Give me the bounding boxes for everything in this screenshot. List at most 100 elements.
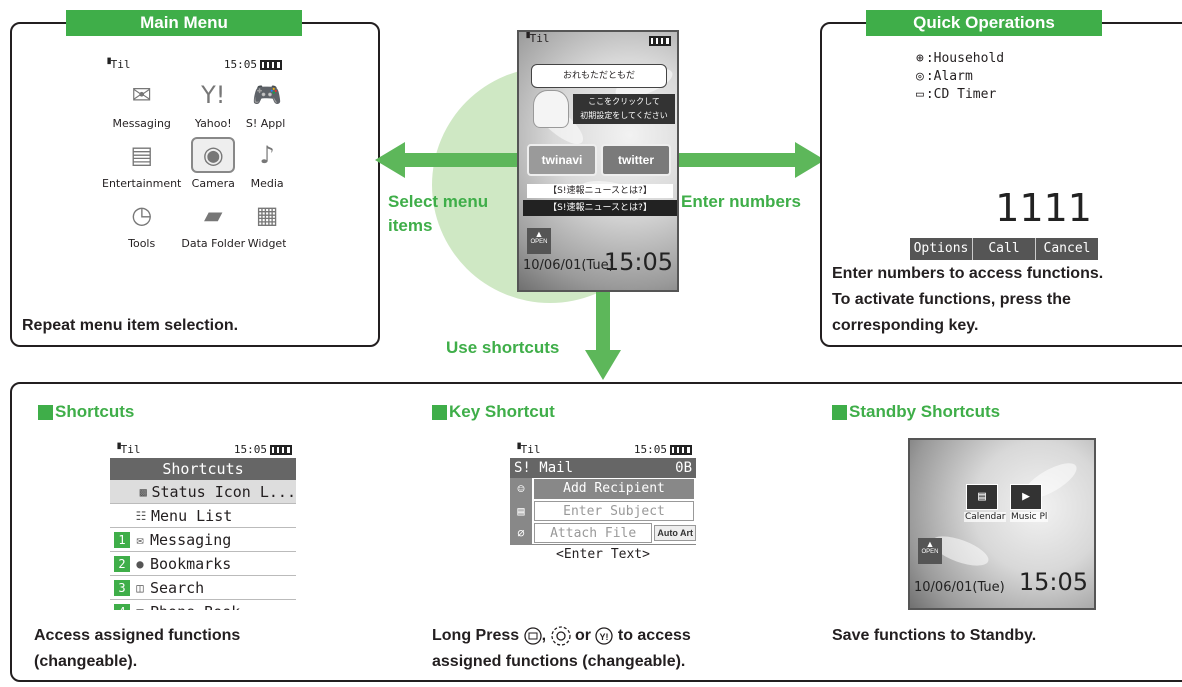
shortcuts-phone-screen: ▝Til 15:05 Shortcuts ▩Status Icon L...☷M…	[110, 440, 296, 610]
arrow-right	[675, 142, 825, 178]
shortcut-item[interactable]: 2 ● Bookmarks	[110, 552, 296, 576]
shortcut-item[interactable]: ▩Status Icon L...	[110, 480, 296, 504]
signal-icon: ▝Til	[523, 32, 550, 45]
menu-item-yahoo[interactable]: Y!Yahoo!	[181, 77, 245, 135]
clock: 15:05	[633, 442, 667, 456]
quick-ops-description: Enter numbers to access functions. To ac…	[832, 265, 1104, 334]
news-icon: ▤	[130, 141, 154, 169]
shortcut-item[interactable]: 4▣Phone Book	[110, 600, 296, 610]
menu-item-media[interactable]: ♪Media	[245, 137, 286, 195]
standby-shortcuts-heading: Standby Shortcuts	[832, 402, 1000, 422]
enter-numbers-label: Enter numbers	[681, 192, 801, 211]
options-softkey[interactable]: Options	[910, 238, 973, 260]
open-icon[interactable]: ▲OPEN	[527, 228, 551, 254]
music-player-label: Music Pl	[1010, 512, 1049, 522]
arrow-left	[375, 142, 525, 178]
shortcuts-heading: Shortcuts	[38, 402, 134, 422]
menu-item-label: Tools	[128, 237, 156, 250]
quick-op-item[interactable]: ◎:Alarm	[916, 68, 1092, 86]
status-bar: ▝Til 15:05	[100, 55, 286, 73]
main-menu-tab: Main Menu	[66, 10, 302, 36]
subject-field[interactable]: Enter Subject	[534, 500, 694, 521]
household-icon: ⊕	[916, 51, 924, 66]
menu-item-tools[interactable]: ◷Tools	[102, 197, 181, 255]
recipient-icon: ☺	[510, 477, 532, 500]
menu-item-widget[interactable]: ▦Widget	[245, 197, 286, 255]
number-key-badge: 4	[114, 603, 130, 610]
setup-banner[interactable]: ここをクリックして 初期設定をしてください	[573, 94, 675, 124]
search-icon: ◫	[136, 580, 144, 595]
shortcut-item[interactable]: ☷ Menu List	[110, 504, 296, 528]
twitter-button[interactable]: twitter	[601, 144, 671, 176]
signal-icon: ▝Til	[104, 57, 131, 71]
quick-op-item[interactable]: ⊕:Household	[916, 50, 1092, 68]
nav-key-icon	[550, 626, 571, 646]
key-shortcut-phone-screen: ▝Til 15:05 S! Mail 0B ☺Add Recipient ▤En…	[510, 440, 696, 610]
main-menu-phone-screen: ▝Til 15:05 ✉ Messaging Y!Yahoo!🎮S! Appli ▤ E…	[100, 55, 286, 295]
softkey-bar: Options Call Cancel	[910, 238, 1098, 260]
key-shortcut-heading: Key Shortcut	[432, 402, 555, 422]
phonebook-icon: ▣	[133, 600, 147, 611]
add-recipient-field[interactable]: Add Recipient	[534, 478, 694, 499]
menu-item-label: Entertainment	[102, 177, 182, 190]
menu-item-data-folder[interactable]: ▰Data Folder	[181, 197, 245, 255]
call-softkey[interactable]: Call	[973, 238, 1036, 260]
mail-title: S! Mail	[514, 460, 574, 476]
timer-icon: ▭	[916, 87, 924, 102]
menu-item-label: Data Folder	[181, 237, 246, 250]
auto-art-button[interactable]: Auto Art	[654, 524, 696, 541]
gamepad-icon: 🎮	[252, 81, 283, 109]
battery-icon	[260, 59, 282, 70]
menu-item-messaging[interactable]: ✉ Messaging	[102, 77, 181, 135]
music-player-widget[interactable]: ▶	[1010, 484, 1042, 510]
quick-op-item[interactable]: ▭:CD Timer	[916, 86, 1092, 104]
standby-date: 10/06/01(Tue)	[523, 258, 614, 273]
mail-key-icon	[523, 627, 542, 645]
dog-icon	[533, 90, 569, 128]
battery-icon	[270, 444, 292, 455]
shortcut-label: Menu List	[151, 506, 233, 525]
calendar-widget[interactable]: ▤	[966, 484, 998, 510]
number-key-badge: 3	[114, 579, 130, 596]
menu-item-entertainment[interactable]: ▤ Entertainment	[102, 137, 181, 195]
menu-grid: ✉ Messaging Y!Yahoo!🎮S! Appli ▤ Entertainmen…	[100, 73, 286, 259]
standby-time: 15:05	[603, 248, 673, 276]
shortcut-label: Phone Book	[150, 600, 240, 611]
cancel-softkey[interactable]: Cancel	[1043, 241, 1091, 256]
shortcut-item[interactable]: 3◫Search	[110, 576, 296, 600]
mail-body[interactable]: <Enter Text>	[510, 544, 696, 562]
shortcut-label: Bookmarks	[150, 554, 232, 573]
number-key-badge: 2	[114, 555, 130, 572]
standby-description: Save functions to Standby.	[832, 627, 1037, 644]
subject-icon: ▤	[510, 499, 532, 522]
quick-op-label: :Household	[925, 51, 1005, 66]
menu-item-s-appli[interactable]: 🎮S! Appli	[245, 77, 286, 135]
menu-item-label: Messaging	[112, 117, 171, 130]
menu-item-label: Yahoo!	[194, 117, 232, 130]
open-icon[interactable]: ▲OPEN	[918, 538, 942, 564]
select-menu-label: Select menu items	[388, 192, 489, 235]
arrow-down	[585, 285, 621, 380]
clock: 15:05	[223, 57, 257, 71]
quick-op-label: :CD Timer	[925, 87, 997, 102]
menu-item-label: Media	[250, 177, 284, 190]
menu-item-camera[interactable]: ◉Camera	[181, 137, 245, 195]
entered-number: 1111	[995, 186, 1092, 230]
bookmark-icon: ●	[136, 556, 144, 571]
menu-list-icon: ☷	[135, 508, 147, 523]
recipient-row: ☺Add Recipient	[510, 477, 696, 500]
twinavi-button[interactable]: twinavi	[527, 144, 597, 176]
shortcut-label: Messaging	[150, 530, 232, 549]
signal-icon: ▝Til	[514, 442, 541, 456]
envelope-icon: ✉	[136, 532, 144, 547]
mail-header: S! Mail 0B	[510, 458, 696, 478]
speech-bubble: おれもただともだ	[531, 64, 667, 88]
attach-file-field[interactable]: Attach File	[534, 522, 653, 543]
key-shortcut-description: Long Press , or Y! to access assigned fu…	[432, 626, 691, 670]
standby-shortcuts-phone-screen: ▤ ▶ Calendar Music Pl ▲OPEN 10/06/01(Tue…	[908, 438, 1096, 610]
use-shortcuts-label: Use shortcuts	[446, 338, 560, 357]
news-ticker-2[interactable]: 【S!速報ニュースとは?】	[523, 200, 677, 216]
shortcut-item[interactable]: 1✉Messaging	[110, 528, 296, 552]
envelope-icon: ✉	[131, 81, 152, 109]
